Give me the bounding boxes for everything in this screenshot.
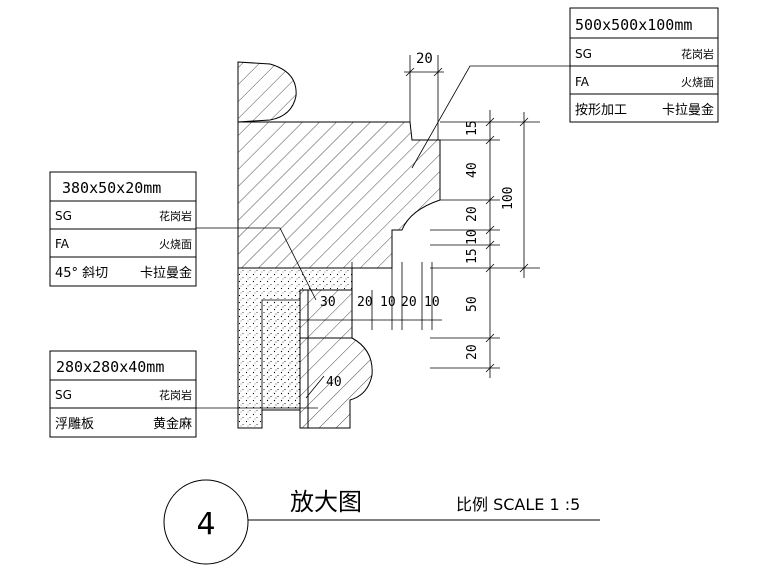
dim-label: 10 (465, 229, 480, 245)
dim-label: 20 (401, 295, 417, 310)
table-cell: 花岗岩 (159, 388, 192, 402)
spec-table-top: 500x500x100mm SG 花岗岩 FA 火烧面 按形加工 卡拉曼金 (569, 7, 719, 123)
detail-number: 4 (196, 507, 215, 542)
dim-label: 100 (501, 187, 516, 210)
table-cell: SG (575, 47, 592, 61)
dim-label: 20 (416, 51, 433, 67)
detail-title-block: 4 放大图 比例 SCALE 1 :5 (163, 479, 600, 565)
table-cell: 浮雕板 (55, 417, 94, 432)
dim-label: 10 (424, 295, 440, 310)
table-cell: SG (55, 209, 72, 223)
table-cell: 火烧面 (159, 238, 192, 251)
spec-table-middle: 380x50x20mm SG 花岗岩 FA 火烧面 45° 斜切 卡拉曼金 (49, 171, 197, 287)
table-title: 500x500x100mm (575, 16, 692, 34)
upper-stone-section (237, 61, 297, 123)
dim-label: 15 (465, 248, 480, 264)
detail-number-circle (163, 479, 249, 565)
leader-middle (196, 227, 317, 301)
leader-top (411, 65, 570, 169)
spec-table-bottom: 280x280x40mm SG 花岗岩 浮雕板 黄金麻 (49, 350, 197, 438)
scale-label: 比例 SCALE 1 :5 (456, 495, 580, 514)
table-cell: 卡拉曼金 (662, 102, 714, 118)
dimension-vertical-chain: 15 40 20 10 15 50 20 (430, 110, 540, 378)
dim-label: 20 (357, 295, 373, 310)
table-cell: 火烧面 (681, 76, 714, 89)
dim-label: 30 (320, 295, 336, 310)
dim-label: 15 (465, 120, 480, 136)
table-title: 280x280x40mm (56, 358, 164, 376)
dim-label: 40 (326, 375, 342, 390)
dim-label: 50 (465, 296, 480, 312)
table-cell: 按形加工 (575, 103, 627, 118)
dim-label: 20 (465, 206, 480, 222)
table-title: 380x50x20mm (62, 179, 161, 197)
detail-title: 放大图 (290, 488, 362, 516)
table-cell: SG (55, 388, 72, 402)
table-cell: 卡拉曼金 (140, 265, 192, 281)
dim-label: 20 (465, 344, 480, 360)
table-cell: FA (575, 75, 590, 89)
relief-panel-section (299, 289, 373, 429)
table-cell: FA (55, 237, 70, 251)
dimension-top-width: 20 (404, 51, 444, 140)
table-cell: 黄金麻 (153, 416, 192, 432)
dim-label: 10 (380, 295, 396, 310)
dim-label: 40 (465, 162, 480, 178)
dimension-slab: 40 (305, 375, 342, 399)
table-cell: 花岗岩 (159, 209, 192, 223)
dimension-horizontal-chain: 30 20 10 20 10 (300, 262, 442, 330)
table-cell: 花岗岩 (681, 47, 714, 61)
dimension-overall: 100 (501, 112, 529, 278)
coping-stone-section (237, 121, 441, 269)
table-cell: 45° 斜切 (55, 266, 108, 281)
wall-core-section (261, 299, 301, 411)
